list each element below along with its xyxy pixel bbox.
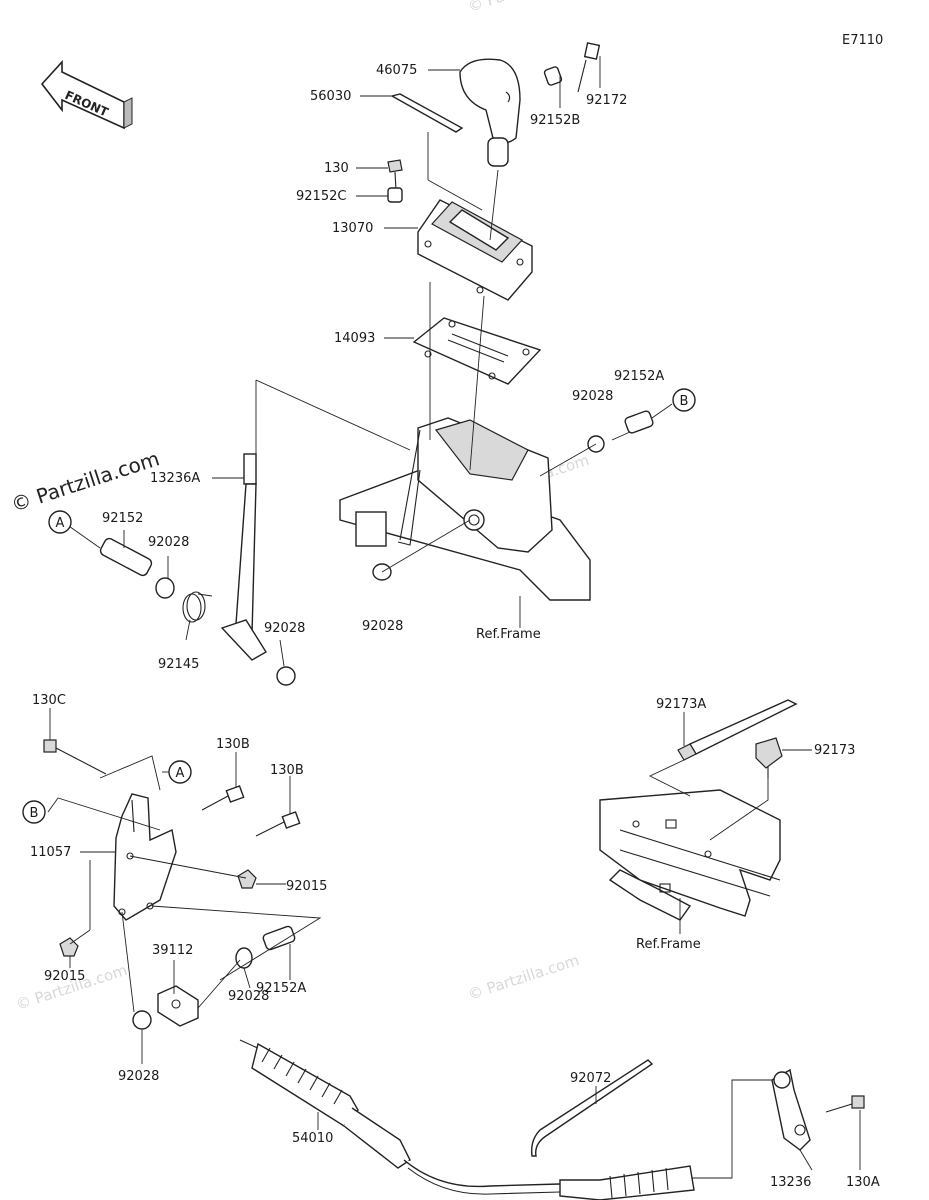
cable-tie-92072 [530, 1059, 654, 1157]
part-label: 130A [846, 1175, 880, 1190]
part-label: 92028 [572, 389, 613, 404]
part-label: 39112 [152, 943, 193, 958]
strap-92173a [677, 699, 798, 761]
part-label: 92152C [296, 189, 346, 204]
bolt-130b-2 [255, 811, 301, 837]
svg-text:B: B [30, 806, 39, 821]
part-label: 13236A [150, 471, 200, 486]
part-label: 54010 [292, 1131, 333, 1146]
bolt-130a [825, 1095, 865, 1113]
ref-frame-label-top: Ref.Frame [476, 627, 541, 642]
part-label: 130B [270, 763, 304, 778]
collar-92152c [387, 187, 403, 203]
leader-lines-right [648, 712, 812, 934]
spacer-92152b [543, 66, 563, 86]
part-label: 92173A [656, 697, 706, 712]
bushing-92028-lower-left [132, 1010, 152, 1030]
diagram-code: E7110 [842, 33, 883, 48]
shift-knob [459, 58, 521, 167]
bolt-92172 [577, 42, 601, 93]
part-label: 11057 [30, 845, 71, 860]
front-arrow-icon: FRONT [40, 59, 133, 130]
shift-gate-13070 [417, 199, 533, 301]
watermark-faint-3: © Partzilla.com [466, 951, 582, 1004]
cable-54010 [239, 1039, 716, 1200]
part-label: 92072 [570, 1071, 611, 1086]
bracket-11057 [113, 793, 177, 921]
nut-92015-right [237, 869, 257, 889]
part-label: 130 [324, 161, 349, 176]
part-label: 130C [32, 693, 66, 708]
circle-ref-a-left: A [48, 510, 72, 534]
part-label: 46075 [376, 63, 417, 78]
svg-text:A: A [176, 766, 185, 781]
part-label: 130B [216, 737, 250, 752]
frame-right [599, 789, 781, 921]
circle-ref-b-top: B [672, 388, 696, 412]
spacer-92152a-top [624, 410, 654, 434]
bolt-130b-1 [201, 785, 245, 811]
ref-frame-label-right: Ref.Frame [636, 937, 701, 952]
part-label: 92015 [286, 879, 327, 894]
part-label: 92028 [362, 619, 403, 634]
plate-14093 [412, 317, 542, 385]
part-label: 92152 [102, 511, 143, 526]
part-label: 13236 [770, 1175, 811, 1190]
svg-text:A: A [56, 516, 65, 531]
part-label: 92145 [158, 657, 199, 672]
svg-text:B: B [680, 394, 689, 409]
part-label: 56030 [310, 89, 351, 104]
bolt-130 [387, 159, 403, 191]
part-label: 92152A [614, 369, 664, 384]
part-label: 92152B [530, 113, 580, 128]
shift-lever-13236a [220, 453, 267, 661]
part-label: 14093 [334, 331, 375, 346]
part-label: 92172 [586, 93, 627, 108]
part-label: 92152A [256, 981, 306, 996]
plate-56030 [390, 93, 464, 133]
circle-ref-b-lower: B [22, 800, 46, 824]
spacer-92152a-lower [262, 925, 296, 951]
bushing-92028-lower [276, 666, 296, 686]
part-label: 92028 [228, 989, 269, 1004]
clip-92173 [755, 737, 783, 778]
arm-13236 [771, 1068, 811, 1151]
part-label: 92015 [44, 969, 85, 984]
spacer-92152-left [99, 537, 153, 577]
part-label: 92173 [814, 743, 855, 758]
frame-bracket-upper [339, 417, 591, 601]
leader-lines-top [65, 56, 673, 667]
joint-39112 [157, 985, 199, 1027]
spring-92145 [182, 591, 213, 623]
nut-92015-left [59, 937, 79, 957]
part-label: 13070 [332, 221, 373, 236]
bushing-92028-left [155, 577, 175, 599]
watermark-main: © Partzilla.com [8, 446, 162, 517]
part-labels: 46075 92172 56030 92152B 130 92152C 1307… [30, 63, 880, 1190]
part-label: 92028 [118, 1069, 159, 1084]
bolt-130c [43, 739, 107, 775]
circle-ref-a-lower: A [168, 760, 192, 784]
part-label: 92028 [264, 621, 305, 636]
part-label: 92028 [148, 535, 189, 550]
leader-lines-lower [47, 708, 861, 1179]
watermark-faint-4: © Partzilla.com [466, 0, 582, 16]
